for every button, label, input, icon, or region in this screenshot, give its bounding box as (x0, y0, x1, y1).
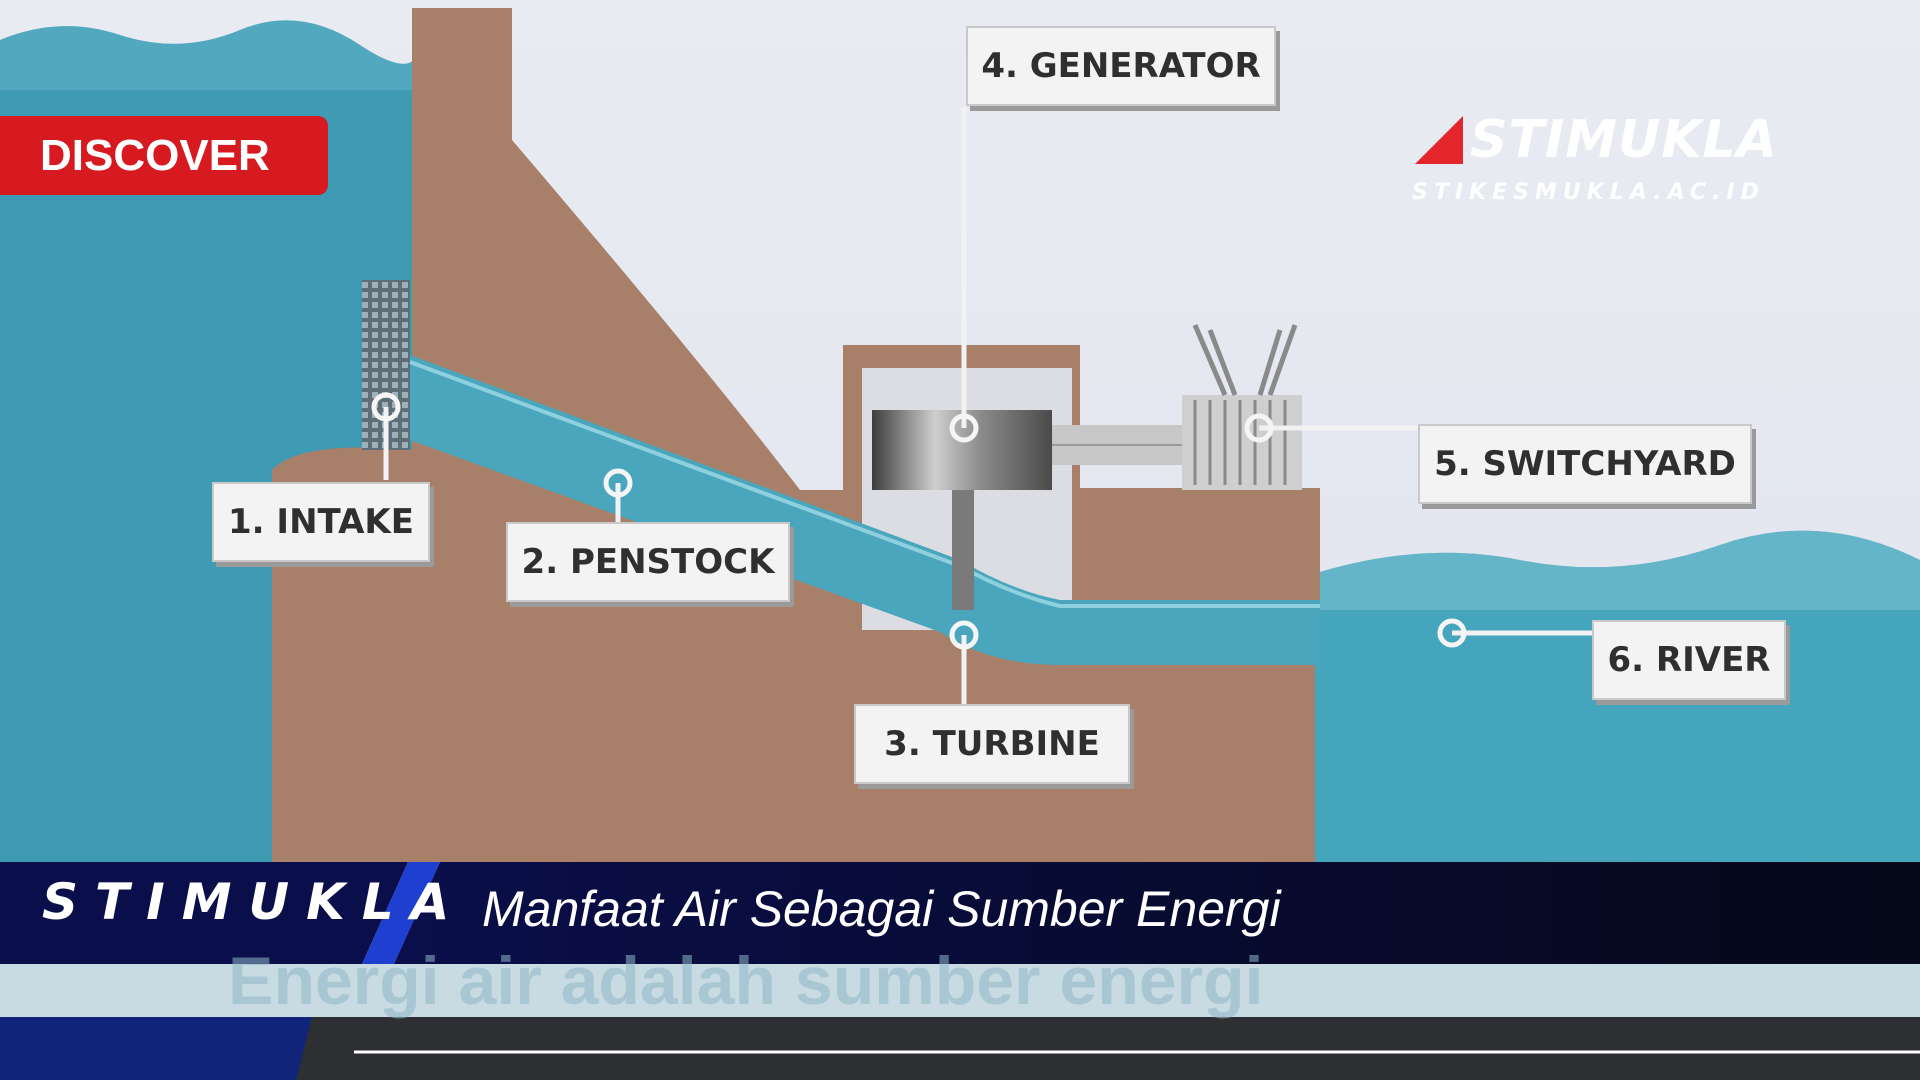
band-right-panel (394, 862, 1920, 964)
label-intake: 1. INTAKE (212, 482, 430, 562)
background-caption: Energi air adalah sumber energi (228, 943, 1264, 1019)
label-turbine: 3. TURBINE (854, 704, 1130, 784)
brand-triangle-icon (1415, 116, 1463, 164)
label-river: 6. RIVER (1592, 620, 1786, 700)
turbine-shaft (952, 490, 974, 610)
penstock-pipe (410, 355, 1320, 665)
footer-bar (0, 1017, 1920, 1080)
label-switchyard: 5. SWITCHYARD (1418, 424, 1752, 504)
label-generator: 4. GENERATOR (966, 26, 1276, 106)
article-title: Manfaat Air Sebagai Sumber Energi (482, 881, 1281, 937)
caption-strip (0, 964, 1920, 1017)
leader-markers (371, 392, 1467, 650)
brand-url: STIKESMUKLA.AC.ID (1412, 180, 1765, 205)
brand-logo: STIMUKLA STIKESMUKLA.AC.ID (1412, 108, 1777, 208)
transformer-fins (1193, 400, 1287, 485)
transformer-bushings (1192, 324, 1298, 396)
label-penstock: 2. PENSTOCK (506, 522, 790, 602)
footer-accent (0, 1017, 312, 1080)
river-surface (1310, 530, 1920, 610)
transformer-body (1182, 395, 1302, 490)
brand-name: STIMUKLA (1470, 110, 1778, 170)
band-brand: STIMUKLA (42, 873, 467, 931)
band-accent (362, 862, 440, 964)
band-left-panel (0, 862, 408, 964)
discover-badge: DISCOVER (0, 116, 328, 195)
ground-base (272, 600, 1315, 862)
reservoir-surface (0, 20, 420, 91)
